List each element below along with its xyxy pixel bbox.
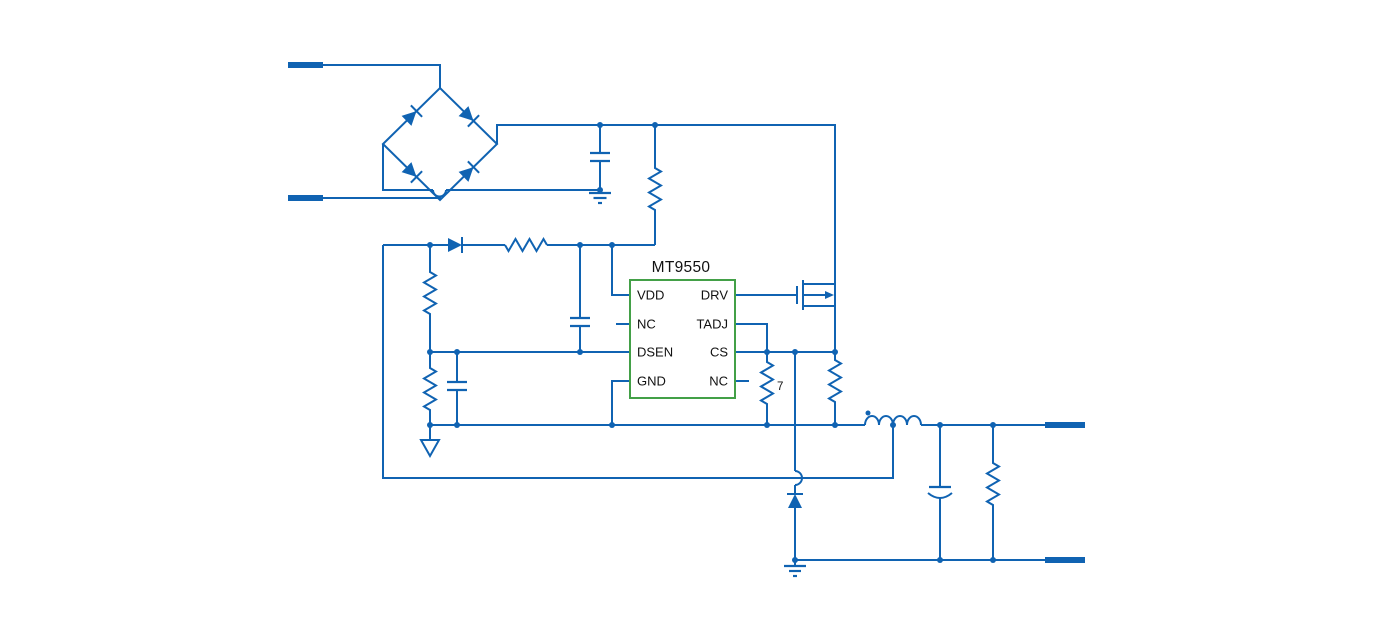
- dc-bus-rail: [496, 124, 836, 284]
- feedback-return-wire: [382, 245, 894, 479]
- bridge-diode-icon: [458, 106, 480, 128]
- bridge-diode-icon: [401, 162, 423, 184]
- ic-mt9550-outline: [629, 279, 736, 399]
- pin-label-gnd: GND: [637, 374, 666, 389]
- dsen-filter-capacitor: [447, 352, 467, 425]
- vdd-pin-wire: [611, 245, 630, 296]
- ac-input-terminal-bottom: [288, 195, 323, 201]
- cs-sense-resistor: [827, 352, 843, 425]
- bridge-neg-wire: [382, 144, 433, 191]
- gnd-pin-wire: [611, 380, 630, 425]
- pin-label-tadj: TADJ: [696, 317, 728, 332]
- vdd-series-resistor: [504, 237, 548, 253]
- mosfet-source-wire: [803, 305, 836, 352]
- output-resistor: [985, 425, 1001, 560]
- ic-part-number: MT9550: [652, 259, 711, 276]
- bus-capacitor: [590, 125, 610, 190]
- pin-label-nc-right: NC: [709, 374, 728, 389]
- ac-wire-top: [323, 64, 441, 88]
- tadj-resistor: [759, 352, 775, 425]
- output-capacitor: [927, 425, 953, 560]
- pin-label-vdd: VDD: [637, 288, 664, 303]
- resistor-designator: 7: [777, 381, 783, 393]
- wire-hop-icon: [432, 189, 447, 198]
- tadj-wire: [735, 323, 768, 352]
- pin-label-drv: DRV: [701, 288, 729, 303]
- vdd-diode-icon: [448, 237, 463, 253]
- pin-label-cs: CS: [710, 345, 728, 360]
- ac-wire-bottom: [323, 197, 441, 200]
- startup-resistor: [647, 125, 663, 245]
- output-terminal-minus: [1045, 557, 1085, 563]
- bridge-rectifier: [381, 86, 499, 202]
- bridge-diamond: [381, 86, 499, 202]
- bridge-diode-icon: [458, 160, 480, 182]
- winding-polarity-dot-icon: [865, 410, 871, 416]
- power-mosfet: [796, 280, 836, 352]
- ac-input-terminal-top: [288, 62, 323, 68]
- sense-divider-resistors: [422, 245, 438, 440]
- output-terminal-plus: [1045, 422, 1085, 428]
- chassis-ground-icon: [419, 439, 441, 459]
- bridge-diode-icon: [401, 104, 423, 126]
- mosfet-arrow-icon: [825, 291, 834, 299]
- wire-hop-icon: [794, 470, 803, 486]
- junction-dots: [427, 122, 996, 563]
- coupling-capacitor: [570, 245, 590, 352]
- freewheel-diode-icon: [787, 493, 803, 560]
- pin-label-nc-left: NC: [637, 317, 656, 332]
- pin-label-dsen: DSEN: [637, 345, 673, 360]
